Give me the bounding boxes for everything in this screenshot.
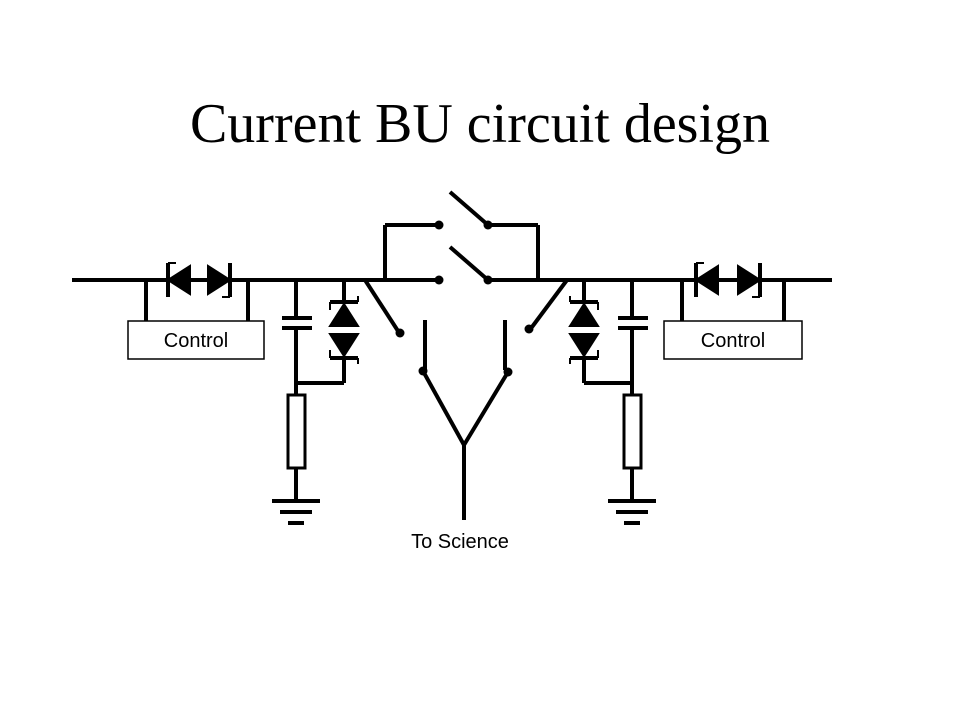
left-resistor	[286, 393, 307, 470]
right-output-switch	[503, 278, 569, 377]
left-zener-diode-pair	[296, 280, 360, 385]
upper-switch-blade	[448, 190, 490, 227]
left-ground-symbol	[272, 468, 320, 525]
right-relay-diode-a	[694, 264, 719, 296]
left-relay-diode-b	[207, 264, 232, 296]
right-capacitor	[618, 280, 648, 395]
right-relay-diode-pair	[694, 262, 762, 298]
to-science-label: To Science	[411, 531, 509, 553]
left-capacitor	[282, 280, 312, 395]
slide-title: Current BU circuit design	[189, 93, 771, 155]
left-control-label: Control	[164, 330, 228, 352]
right-relay-diode-b	[737, 264, 762, 296]
left-control-box: Control	[127, 320, 265, 360]
left-relay-diode-pair	[166, 262, 232, 298]
left-output-switch	[363, 278, 428, 376]
right-ground-symbol	[608, 468, 656, 525]
lower-switch-blade	[448, 245, 490, 282]
right-control-label: Control	[701, 330, 765, 352]
science-output-line	[421, 370, 510, 520]
right-resistor	[622, 393, 643, 470]
bypass-switch-network	[365, 190, 567, 285]
right-zener-diode-pair	[568, 280, 632, 385]
left-relay-diode-a	[166, 264, 191, 296]
right-control-box: Control	[663, 320, 803, 360]
